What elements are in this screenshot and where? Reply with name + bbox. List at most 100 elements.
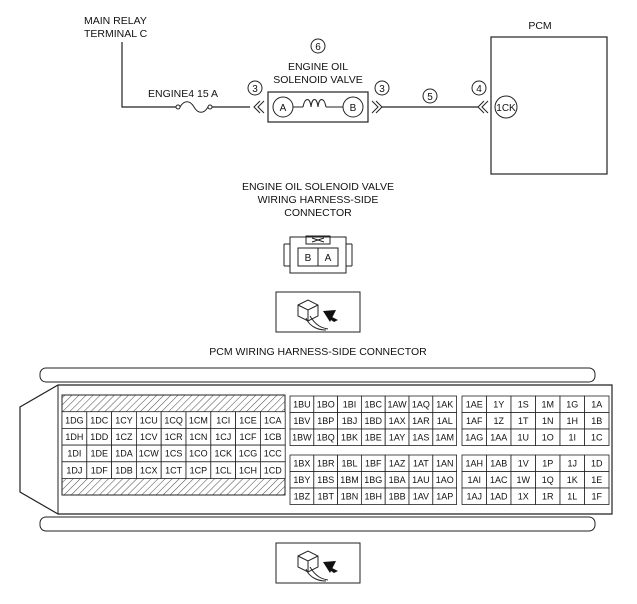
pin-label: 1CR [165, 432, 184, 442]
pin-label: 1BA [389, 475, 406, 485]
pin-label: 1L [567, 491, 577, 501]
pin-cell [259, 461, 286, 479]
pin-label: 1BD [365, 416, 383, 426]
pin-label: 1DC [90, 415, 109, 425]
harness-view-icon-2 [275, 542, 361, 584]
pin-label: 1V [518, 458, 529, 468]
pin-label: 1CG [239, 449, 258, 459]
pin-label: 1CB [264, 432, 282, 442]
pin-label: 1AB [490, 458, 507, 468]
pin-label: 1Z [493, 416, 504, 426]
pin-label: 1M [541, 399, 554, 409]
valve-connector-title-line2: WIRING HARNESS-SIDE [258, 194, 379, 206]
valve-connector-view: ENGINE OIL SOLENOID VALVE WIRING HARNESS… [242, 181, 394, 274]
pin-label: 1CF [239, 432, 257, 442]
pin-cell [584, 487, 610, 505]
connector-number-right: 3 [379, 84, 385, 95]
pin-label: 1BX [293, 458, 310, 468]
coil-symbol [302, 99, 327, 108]
pin-label: 1N [542, 416, 554, 426]
pin-label: 1BZ [294, 491, 311, 501]
valve-connector-latch [305, 235, 331, 245]
pcm-box [490, 36, 608, 175]
pin-label: 1Q [542, 475, 554, 485]
pin-label: 1BT [317, 491, 334, 501]
valve-connector-latch-mark [311, 237, 325, 243]
fuse-label: ENGINE4 15 A [148, 88, 218, 100]
valve-name-line2: SOLENOID VALVE [273, 74, 362, 86]
pin-label: 1C [591, 432, 603, 442]
pin-label: 1BV [293, 416, 310, 426]
pin-label: 1DD [90, 432, 109, 442]
pin-label: 1CX [140, 465, 158, 475]
pin-label: 1AI [467, 475, 481, 485]
pin-label: 1AS [412, 432, 429, 442]
pcm-connector-bottom-latch [39, 516, 596, 532]
pin-label: 1AM [435, 432, 454, 442]
pin-label: 1DB [115, 465, 133, 475]
pin-label: 1AE [466, 399, 483, 409]
pin-label: 1AA [490, 432, 507, 442]
pin-label: 1DH [65, 432, 83, 442]
pin-label: 1CY [115, 415, 133, 425]
pin-label: 1BP [317, 416, 334, 426]
pin-label: 1CD [264, 465, 283, 475]
pin-label: 1CE [239, 415, 257, 425]
valve-connector-title-line3: CONNECTOR [284, 207, 352, 219]
pin-label: 1F [591, 491, 602, 501]
fuse-symbol [175, 101, 213, 113]
pin-label: 1BE [365, 432, 382, 442]
valve-connector-title-line1: ENGINE OIL SOLENOID VALVE [242, 181, 394, 193]
pin-label: 1BK [341, 432, 358, 442]
connector-number-badge-right [374, 80, 390, 96]
pin-label: 1CI [216, 415, 230, 425]
pin-label: 1U [517, 432, 529, 442]
pin-label: 1CO [189, 449, 208, 459]
pin-label: 1CJ [215, 432, 231, 442]
connector-chevron-left [253, 100, 265, 114]
pin-label: 1AG [465, 432, 483, 442]
pcm-connector-chevron [477, 100, 489, 114]
pin-label: 1BF [365, 458, 382, 468]
pin-cell [432, 428, 457, 446]
pin-label: 1BN [341, 491, 359, 501]
pin-label: 1AT [413, 458, 429, 468]
pin-label: 1DA [115, 449, 133, 459]
pin-label: 1I [568, 432, 576, 442]
pin-label: 1AR [412, 416, 430, 426]
pin-label: 1CZ [115, 432, 133, 442]
valve-connector-tab-right [346, 243, 353, 267]
pin-label: 1AZ [389, 458, 406, 468]
pin-label: 1CM [189, 415, 208, 425]
pin-label: 1AO [436, 475, 454, 485]
pin-label: 1DG [65, 415, 84, 425]
pin-label: 1BM [340, 475, 359, 485]
main-relay-label-line2: TERMINAL C [84, 28, 148, 40]
pin-label: 1CS [165, 449, 183, 459]
pcm-connector-number-badge [471, 80, 487, 96]
valve-connector-pin-a: A [325, 253, 332, 264]
pin-label: 1BS [317, 475, 334, 485]
pin-cell [584, 428, 610, 446]
pin-label: 1AQ [412, 399, 430, 409]
pin-label: 1AH [465, 458, 483, 468]
pin-label: 1CA [264, 415, 282, 425]
relay-wire [121, 42, 176, 108]
pin-label: 1AK [436, 399, 453, 409]
valve-number-badge [310, 38, 326, 54]
pcm-pin-1ck [494, 95, 518, 119]
pin-label: 1CT [165, 465, 183, 475]
pin-label: 1H [566, 416, 578, 426]
pin-label: 1BH [365, 491, 383, 501]
pin-label: 1BJ [342, 416, 358, 426]
pcm-connector-number: 4 [476, 84, 482, 95]
pin-label: 1BI [343, 399, 357, 409]
pin-label: 1B [591, 416, 602, 426]
valve-pin-b-label: B [350, 103, 357, 114]
pin-label: 1DJ [66, 465, 82, 475]
